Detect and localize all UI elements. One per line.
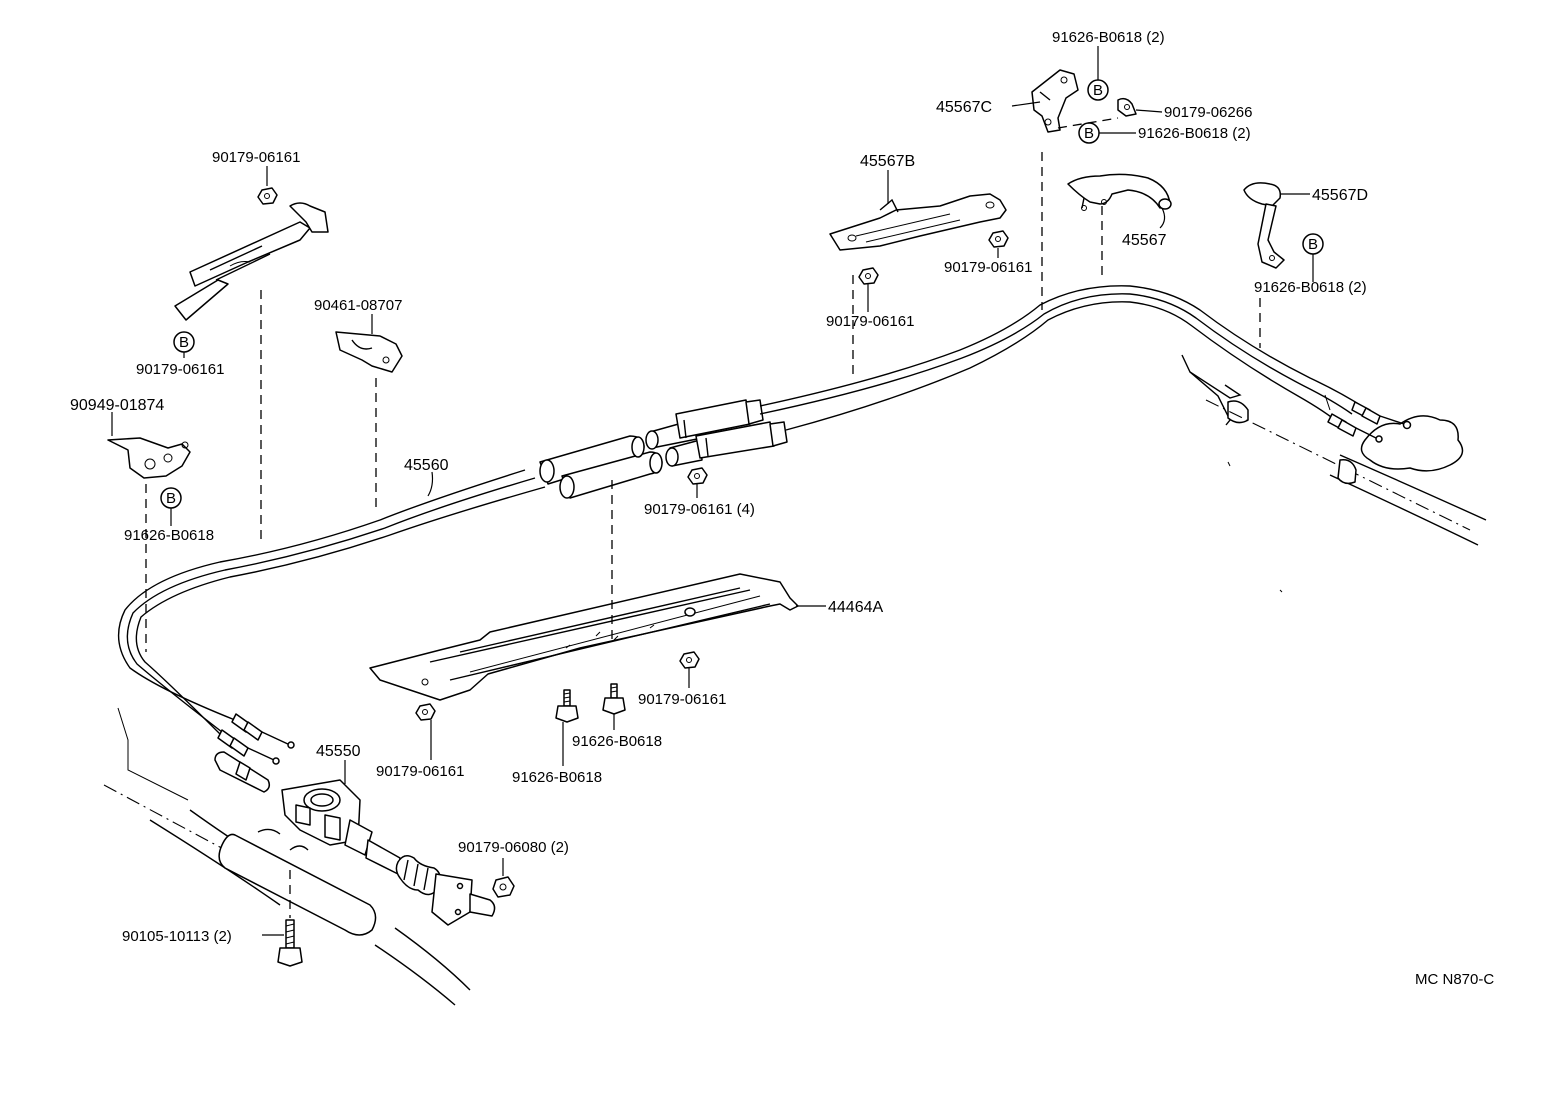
- right-frame-rail: [1181, 354, 1487, 593]
- label-45567: 45567: [1122, 232, 1167, 249]
- bracket-90949-01874: [107, 437, 191, 479]
- svg-text:B: B: [1093, 82, 1103, 99]
- label-91626-b0618-2-top: 91626-B0618 (2): [1052, 29, 1165, 46]
- alignment-lines: [145, 117, 1261, 652]
- label-91626-b0618-c: 91626-B0618: [512, 769, 602, 786]
- label-90179-06080-2: 90179-06080 (2): [458, 839, 569, 856]
- nut-icon: [679, 651, 700, 669]
- bracket-45567c: [1031, 69, 1079, 133]
- label-90105-10113-2: 90105-10113 (2): [122, 928, 232, 945]
- label-45567c: 45567C: [936, 99, 992, 116]
- upper-left-bracket: [174, 202, 329, 321]
- fasteners: [257, 187, 1009, 723]
- diagram-code: MC N870-C: [1415, 971, 1494, 988]
- bolt-icon: [602, 683, 626, 715]
- bolt-marker-icon: B: [1078, 122, 1100, 144]
- part-45550-assembly: [214, 751, 515, 967]
- label-90949-01874: 90949-01874: [70, 397, 164, 414]
- bolt-markers: B B B B B: [160, 79, 1324, 509]
- nut-icon: [687, 467, 708, 485]
- part-labels: 91626-B0618 (2) 45567C 90179-06266 91626…: [70, 29, 1494, 988]
- bracket-45567b: [829, 193, 1007, 251]
- leader-lines: [111, 46, 1314, 936]
- svg-text:B: B: [1308, 236, 1318, 253]
- bolt-icon: [555, 689, 579, 723]
- label-90179-06161-4: 90179-06161 (4): [644, 501, 755, 518]
- label-45560: 45560: [404, 457, 449, 474]
- label-45567d: 45567D: [1312, 187, 1368, 204]
- svg-text:B: B: [1084, 125, 1094, 142]
- label-45567b: 45567B: [860, 153, 915, 170]
- label-90179-06161-a: 90179-06161: [212, 149, 300, 166]
- part-44464a-plate: [369, 573, 799, 701]
- bolt-marker-icon: B: [160, 487, 182, 509]
- bolt-marker-icon: B: [1087, 79, 1109, 101]
- label-90179-06161-c: 90179-06161: [826, 313, 914, 330]
- clip-90179-06266: [1117, 97, 1137, 117]
- label-91626-b0618-a: 91626-B0618: [124, 527, 214, 544]
- part-45567-hose: [1067, 173, 1172, 211]
- nut-icon: [858, 267, 879, 285]
- label-90461-08707: 90461-08707: [314, 297, 402, 314]
- nut-icon: [988, 230, 1009, 248]
- svg-text:B: B: [179, 334, 189, 351]
- label-91626-b0618-2-right: 91626-B0618 (2): [1254, 279, 1367, 296]
- nut-icon: [415, 703, 436, 721]
- label-90179-06266: 90179-06266: [1164, 104, 1252, 121]
- bracket-45567d: [1243, 182, 1285, 269]
- nut-icon: [257, 187, 278, 205]
- label-45550: 45550: [316, 743, 361, 760]
- label-91626-b0618-2-mid: 91626-B0618 (2): [1138, 125, 1251, 142]
- label-90179-06161-e: 90179-06161: [136, 361, 224, 378]
- svg-text:B: B: [166, 490, 176, 507]
- cable-assembly: [117, 285, 1412, 765]
- label-91626-b0618-b: 91626-B0618: [572, 733, 662, 750]
- bolt-marker-icon: B: [173, 331, 195, 353]
- bracket-90461-08707: [335, 331, 403, 373]
- label-44464a: 44464A: [828, 599, 883, 616]
- label-90179-06161-g: 90179-06161: [376, 763, 464, 780]
- bolt-marker-icon: B: [1302, 233, 1324, 255]
- label-90179-06161-f: 90179-06161: [638, 691, 726, 708]
- label-90179-06161-b: 90179-06161: [944, 259, 1032, 276]
